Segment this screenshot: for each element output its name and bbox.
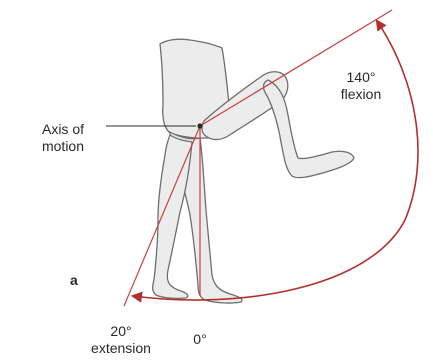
flexion-value: 140° [331, 69, 391, 86]
neutral-label: 0° [188, 331, 212, 348]
extension-label: 20° extension [72, 323, 170, 357]
panel-letter: a [70, 272, 78, 289]
axis-of-motion-dot [197, 123, 202, 128]
extension-value: 20° [72, 323, 170, 340]
axis-label-line2: motion [22, 138, 104, 155]
extension-word: extension [72, 340, 170, 357]
axis-label-line1: Axis of [22, 121, 104, 138]
flexion-140-line [200, 10, 392, 126]
flexion-label: 140° flexion [331, 69, 391, 103]
flexion-word: flexion [331, 86, 391, 103]
axis-of-motion-label: Axis of motion [22, 121, 104, 155]
body-silhouette [153, 39, 354, 303]
